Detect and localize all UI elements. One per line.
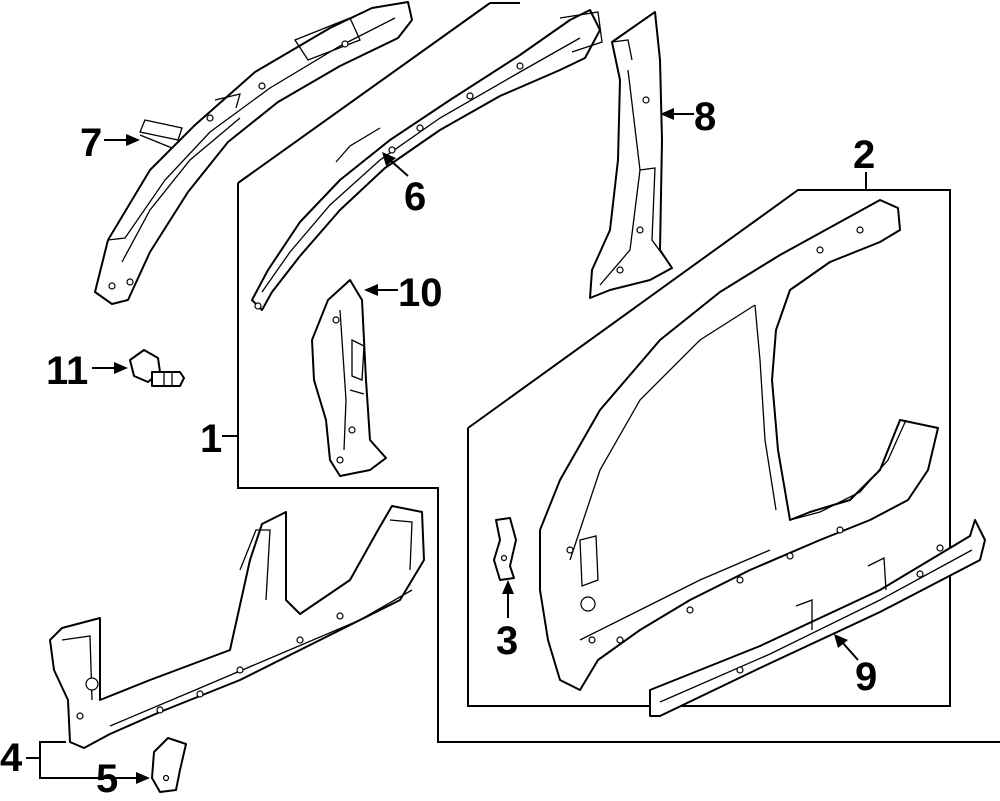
group-frame-2 — [467, 189, 951, 707]
callout-1: 1 — [200, 417, 222, 461]
callout-4: 4 — [0, 736, 23, 780]
part-3-bracket — [493, 517, 517, 581]
callout-9: 9 — [855, 655, 877, 699]
part-11-bolt — [129, 349, 185, 387]
part-4-body-side-inner — [49, 505, 425, 749]
callout-11: 11 — [46, 349, 88, 393]
part-10-hinge-pillar-reinforcement — [311, 279, 387, 477]
callout-5: 5 — [96, 757, 118, 801]
leader-lines — [26, 108, 867, 784]
callout-2: 2 — [853, 133, 875, 177]
group-frame-1 — [237, 2, 1000, 743]
callout-6: 6 — [404, 175, 426, 219]
callout-8: 8 — [694, 95, 716, 139]
part-2-body-side-outer — [539, 199, 939, 691]
part-8-center-pillar — [589, 11, 673, 299]
callout-3: 3 — [496, 619, 518, 663]
part-5-bracket — [151, 737, 187, 793]
callout-10: 10 — [398, 271, 443, 315]
part-7-front-pillar-upper — [94, 1, 413, 305]
part-9-rocker-reinforcement — [649, 519, 986, 717]
part-6-roof-side-rail — [251, 9, 603, 311]
callout-7: 7 — [80, 121, 102, 165]
